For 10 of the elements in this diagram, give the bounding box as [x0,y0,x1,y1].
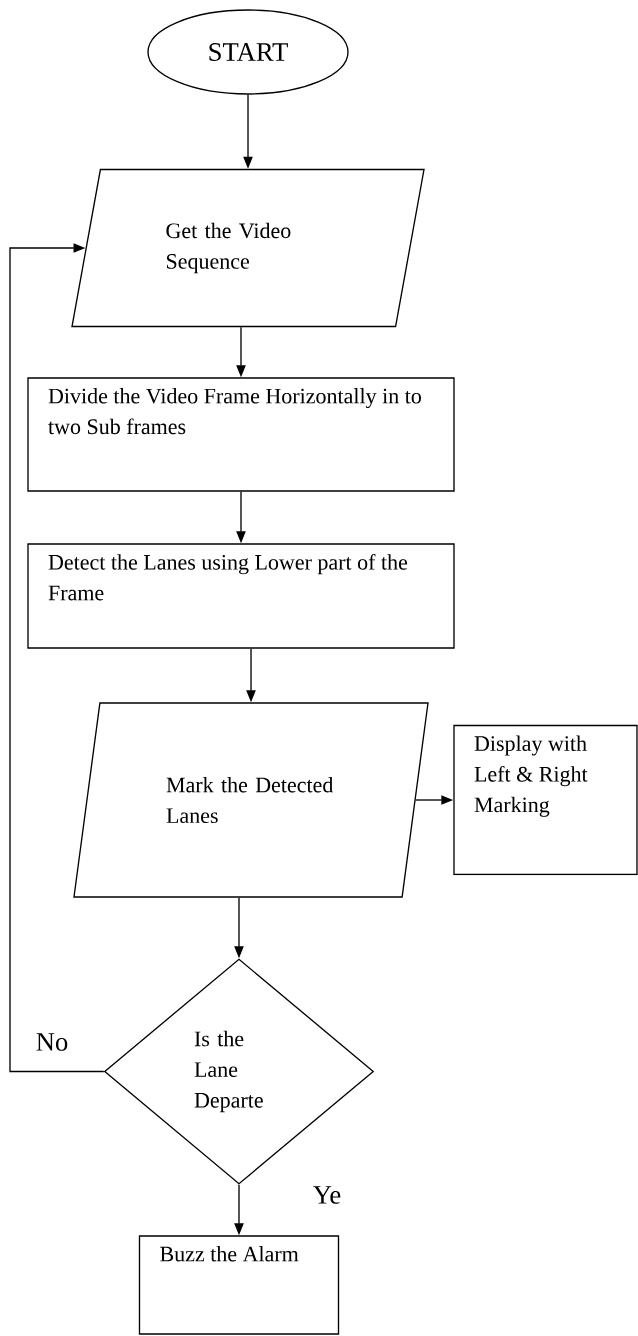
input-parallelogram: Mark the Detected Lanes [73,702,429,898]
edge-label: No [34,1031,70,1053]
process-box: Display with Left & Right Marking [453,724,638,876]
process-box: Buzz the Alarm [138,1235,340,1335]
input-parallelogram: Get the Video Sequence [71,168,425,328]
process-box: Detect the Lanes using Lower part of the Frame [27,543,455,649]
arrow [9,243,105,1073]
start-oval: START [147,9,349,95]
process-box: Divide the Video Frame Horizontally in to two Sub frames [27,377,455,492]
edge-label: Ye [311,1184,343,1206]
